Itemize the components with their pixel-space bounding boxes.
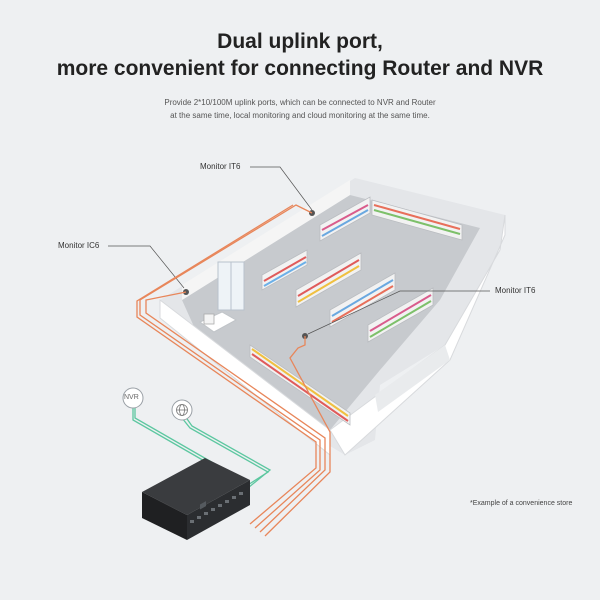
shelves xyxy=(249,196,463,426)
page-title: Dual uplink port, more convenient for co… xyxy=(0,28,600,82)
label-monitor-it6-right: Monitor IT6 xyxy=(495,286,536,295)
orange-cables xyxy=(136,204,331,537)
label-leaders xyxy=(108,166,490,335)
title-line-2: more convenient for connecting Router an… xyxy=(56,57,544,80)
globe-icon xyxy=(171,399,193,421)
title-line-1: Dual uplink port, xyxy=(217,30,383,53)
footnote: *Example of a convenience store xyxy=(470,500,573,507)
label-monitor-it6-top: Monitor IT6 xyxy=(200,162,241,171)
subtitle-line-1: Provide 2*10/100M uplink ports, which ca… xyxy=(164,98,436,107)
poe-switch xyxy=(142,458,250,540)
nvr-icon xyxy=(122,387,144,409)
counter xyxy=(199,311,238,333)
label-monitor-ic6: Monitor IC6 xyxy=(58,241,100,250)
wall-notch xyxy=(375,345,450,412)
subtitle-line-2: at the same time, local monitoring and c… xyxy=(170,111,430,120)
subtitle: Provide 2*10/100M uplink ports, which ca… xyxy=(0,96,600,122)
right-wall xyxy=(329,214,506,456)
label-nvr: NVR xyxy=(124,394,139,401)
store-room xyxy=(159,178,506,457)
